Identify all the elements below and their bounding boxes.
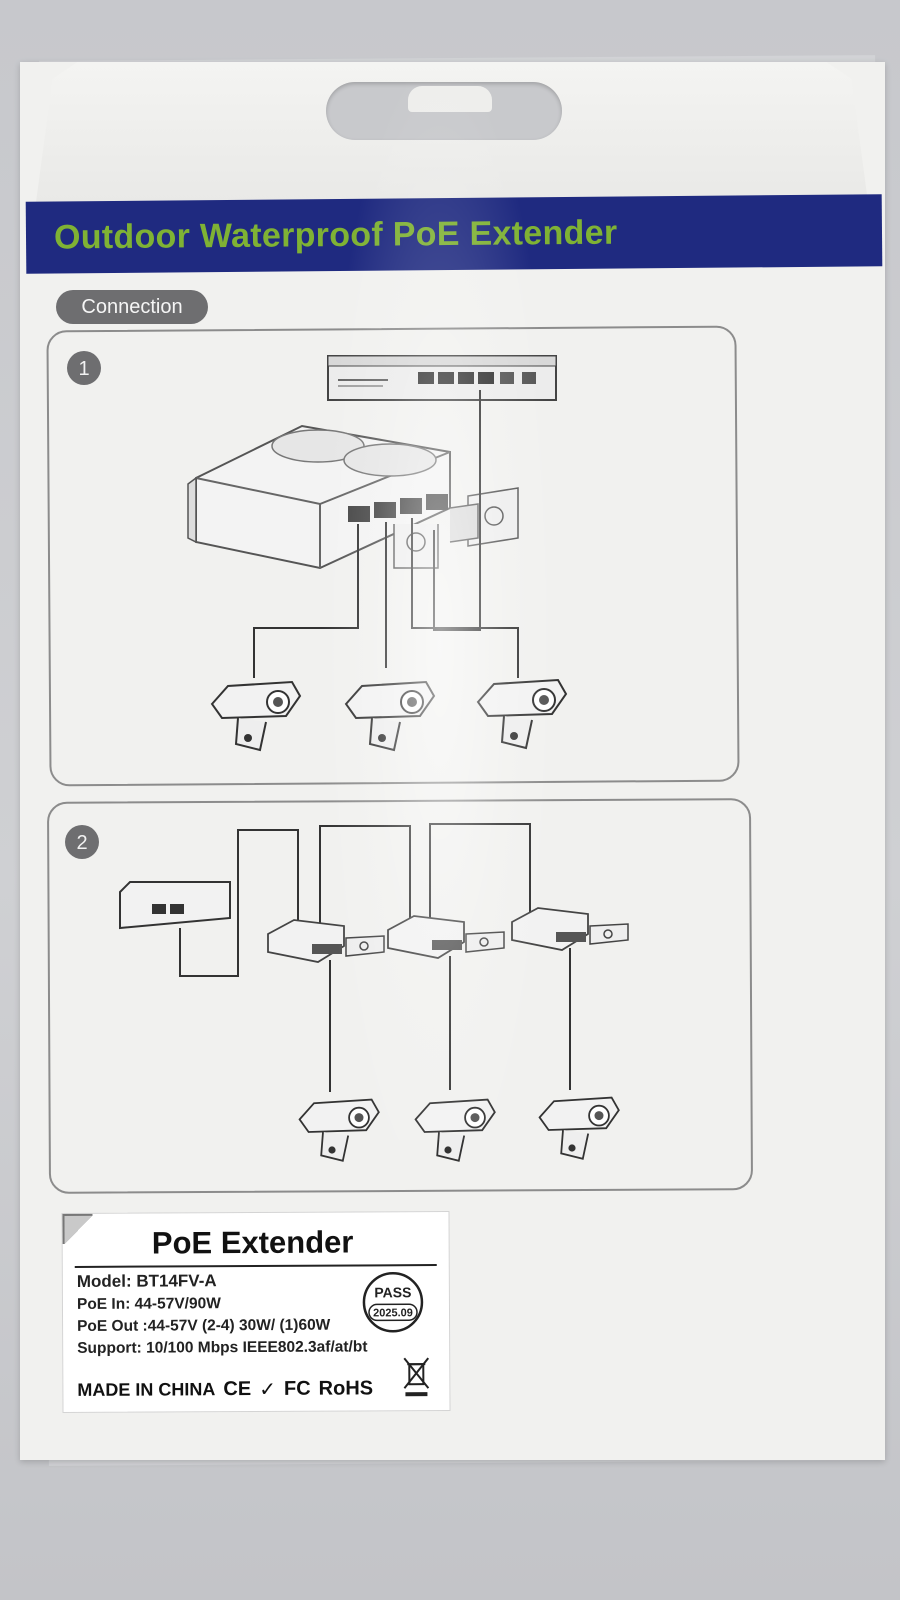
ip-camera-icon bbox=[210, 680, 302, 752]
title-banner: Outdoor Waterproof PoE Extender bbox=[25, 194, 883, 274]
ip-camera-icon bbox=[476, 678, 568, 750]
pass-seal-icon: PASS 2025.09 bbox=[362, 1272, 424, 1333]
rohs-mark: RoHS bbox=[318, 1377, 374, 1400]
banner-title: Outdoor Waterproof PoE Extender bbox=[53, 213, 618, 256]
label-support: Support: 10/100 Mbps IEEE802.3af/at/bt bbox=[77, 1338, 368, 1357]
ip-camera-icon bbox=[344, 680, 436, 752]
weee-bin-icon bbox=[403, 1357, 430, 1397]
product-label: PoE Extender Model: BT14FV-A PoE In: 44-… bbox=[61, 1210, 451, 1414]
fcc-mark: FC bbox=[283, 1377, 311, 1400]
connection-pill: Connection bbox=[56, 290, 208, 324]
label-poe-in: PoE In: 44-57V/90W bbox=[76, 1295, 221, 1313]
connection-label: Connection bbox=[81, 295, 183, 318]
poe-extender-icon bbox=[387, 915, 505, 959]
panel-2-number-text: 2 bbox=[76, 832, 87, 854]
ce-mark: CE bbox=[223, 1378, 252, 1401]
seal-pass-text: PASS bbox=[374, 1284, 411, 1300]
panel-2-number: 2 bbox=[65, 825, 99, 859]
label-model: Model: BT14FV-A bbox=[76, 1271, 217, 1291]
label-poe-out: PoE Out :44-57V (2-4) 30W/ (1)60W bbox=[77, 1316, 331, 1335]
panel-1-number-text: 1 bbox=[78, 358, 89, 380]
diagram-1: 1 bbox=[67, 351, 568, 752]
cables-panel-2 bbox=[179, 823, 571, 1092]
check-mark-icon: ✓ bbox=[259, 1378, 277, 1401]
ip-camera-icon bbox=[298, 1098, 380, 1162]
seal-date-text: 2025.09 bbox=[373, 1307, 413, 1319]
made-in-text: MADE IN CHINA bbox=[77, 1379, 216, 1400]
label-divider bbox=[74, 1264, 437, 1268]
panel-1-number: 1 bbox=[67, 351, 101, 385]
label-footer: MADE IN CHINA CE ✓ FC RoHS bbox=[77, 1376, 373, 1403]
hang-tab bbox=[408, 86, 492, 112]
ip-camera-icon bbox=[538, 1096, 620, 1160]
poe-extender-icon bbox=[511, 907, 629, 951]
poe-injector-icon bbox=[119, 881, 231, 930]
poe-extender-icon bbox=[187, 424, 519, 570]
poe-switch-icon bbox=[327, 355, 557, 401]
label-spec-list: Model: BT14FV-A PoE In: 44-57V/90W PoE O… bbox=[77, 1268, 368, 1360]
ip-camera-icon bbox=[414, 1098, 496, 1162]
poe-extender-icon bbox=[267, 919, 385, 963]
label-title: PoE Extender bbox=[151, 1224, 354, 1261]
diagram-2: 2 bbox=[65, 823, 629, 1162]
